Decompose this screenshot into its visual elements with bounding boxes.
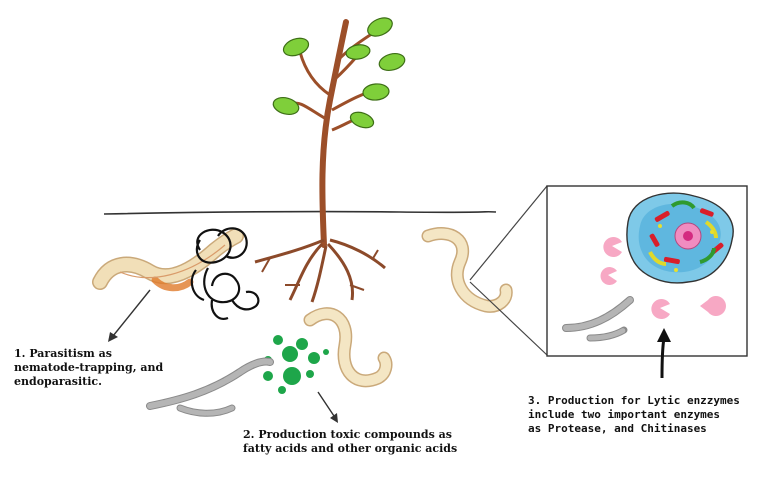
annotation-line: nematode-trapping, and <box>14 361 164 374</box>
trapped-nematode-icon <box>92 228 244 292</box>
enzyme-pacman-icon <box>700 296 727 316</box>
enzyme-pacman-icon <box>600 267 617 285</box>
annotation-line: endoparasitic. <box>14 375 102 388</box>
annotation-line: fatty acids and other organic acids <box>243 442 458 455</box>
annotation-toxic-compounds: 2. Production toxic compounds as fatty a… <box>243 428 457 456</box>
enzyme-icons <box>600 237 727 319</box>
annotation-lytic-enzymes: 3. Production for Lytic enzzymes include… <box>528 394 740 436</box>
trapping-hyphae-icon <box>190 227 260 320</box>
enzyme-pacman-icon <box>651 299 670 319</box>
arrow-lytic-enzymes <box>657 328 671 379</box>
annotation-parasitism: 1. Parasitism as nematode-trapping, and … <box>14 347 163 389</box>
enzyme-pacman-icon <box>603 237 622 257</box>
annotation-line: 2. Production toxic compounds as <box>243 428 452 441</box>
plant-icon <box>254 17 406 303</box>
toxin-droplets-icon <box>263 335 329 394</box>
annotation-line: as Protease, and Chitinases <box>528 422 707 435</box>
annotation-line: include two important enzymes <box>528 408 721 421</box>
magnifier-lines <box>469 185 548 356</box>
arrow-toxic-compounds <box>317 391 338 423</box>
nematode-right-icon <box>421 227 513 313</box>
fungal-hyphae-box-icon <box>562 296 634 342</box>
fungal-cell-icon <box>626 192 734 284</box>
ground-line <box>103 210 497 215</box>
fungal-hyphae-icon <box>146 357 274 417</box>
annotation-line: 1. Parasitism as <box>14 347 112 360</box>
arrow-parasitism <box>108 289 151 342</box>
annotation-line: 3. Production for Lytic enzzymes <box>528 394 740 407</box>
nematode-icon <box>303 307 393 388</box>
